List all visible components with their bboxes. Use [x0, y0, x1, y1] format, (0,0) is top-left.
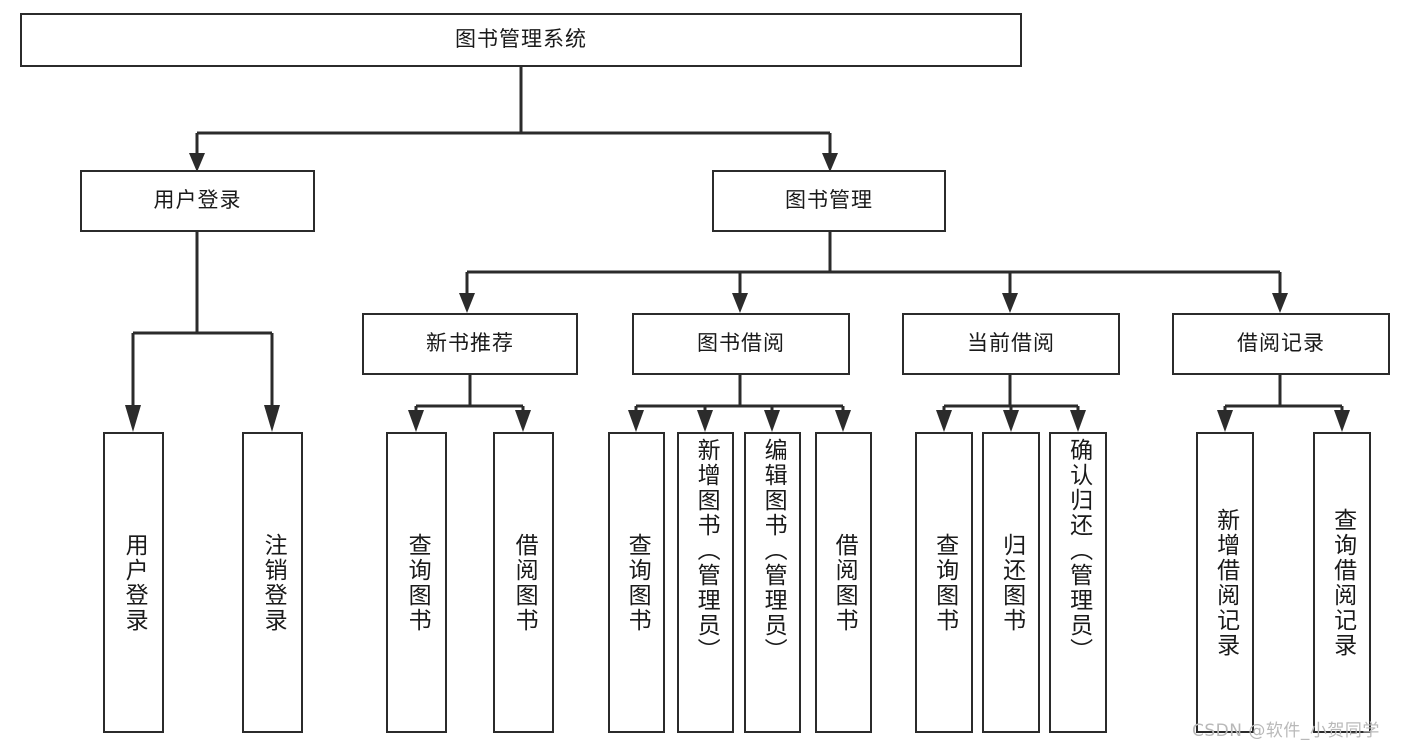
node-book-borrow[interactable]: 图书借阅	[632, 313, 850, 375]
leaf-confirm-return-admin[interactable]: 确认归还（管理员）	[1049, 432, 1107, 733]
node-new-book-recommend-label: 新书推荐	[426, 331, 514, 356]
leaf-query-book-recommend-label: 查询图书	[404, 532, 431, 633]
leaf-edit-book-admin[interactable]: 编辑图书（管理员）	[744, 432, 801, 733]
leaf-user-login-label: 用户登录	[121, 532, 148, 633]
node-borrow-record[interactable]: 借阅记录	[1172, 313, 1390, 375]
leaf-borrow-book[interactable]: 借阅图书	[815, 432, 872, 733]
leaf-confirm-return-admin-label: 确认归还（管理员）	[1065, 438, 1092, 663]
leaf-borrow-book-recommend-label: 借阅图书	[511, 532, 538, 633]
leaf-return-book[interactable]: 归还图书	[982, 432, 1040, 733]
leaf-query-book-current-label: 查询图书	[931, 532, 958, 633]
node-borrow-record-label: 借阅记录	[1237, 331, 1325, 356]
leaf-borrow-book-recommend[interactable]: 借阅图书	[493, 432, 554, 733]
leaf-add-borrow-record[interactable]: 新增借阅记录	[1196, 432, 1254, 733]
leaf-query-borrow-record-label: 查询借阅记录	[1329, 507, 1356, 658]
node-current-borrow[interactable]: 当前借阅	[902, 313, 1120, 375]
leaf-user-login[interactable]: 用户登录	[103, 432, 164, 733]
leaf-add-borrow-record-label: 新增借阅记录	[1212, 507, 1239, 658]
leaf-borrow-book-label: 借阅图书	[831, 532, 858, 633]
leaf-edit-book-admin-label: 编辑图书（管理员）	[760, 438, 787, 663]
node-user-login[interactable]: 用户登录	[80, 170, 315, 232]
node-book-borrow-label: 图书借阅	[697, 331, 785, 356]
node-root[interactable]: 图书管理系统	[20, 13, 1022, 67]
leaf-query-book-borrow[interactable]: 查询图书	[608, 432, 665, 733]
node-user-login-label: 用户登录	[153, 188, 242, 213]
leaf-query-book-borrow-label: 查询图书	[624, 532, 651, 633]
leaf-logout-label: 注销登录	[260, 532, 287, 633]
leaf-query-book-current[interactable]: 查询图书	[915, 432, 973, 733]
leaf-return-book-label: 归还图书	[998, 532, 1025, 633]
node-book-management-label: 图书管理	[785, 188, 873, 213]
leaf-add-book-admin[interactable]: 新增图书（管理员）	[677, 432, 734, 733]
node-current-borrow-label: 当前借阅	[967, 331, 1055, 356]
leaf-add-book-admin-label: 新增图书（管理员）	[693, 438, 720, 663]
leaf-query-book-recommend[interactable]: 查询图书	[386, 432, 447, 733]
leaf-query-borrow-record[interactable]: 查询借阅记录	[1313, 432, 1371, 733]
node-root-label: 图书管理系统	[455, 27, 587, 52]
node-book-management[interactable]: 图书管理	[712, 170, 946, 232]
node-new-book-recommend[interactable]: 新书推荐	[362, 313, 578, 375]
leaf-logout[interactable]: 注销登录	[242, 432, 303, 733]
